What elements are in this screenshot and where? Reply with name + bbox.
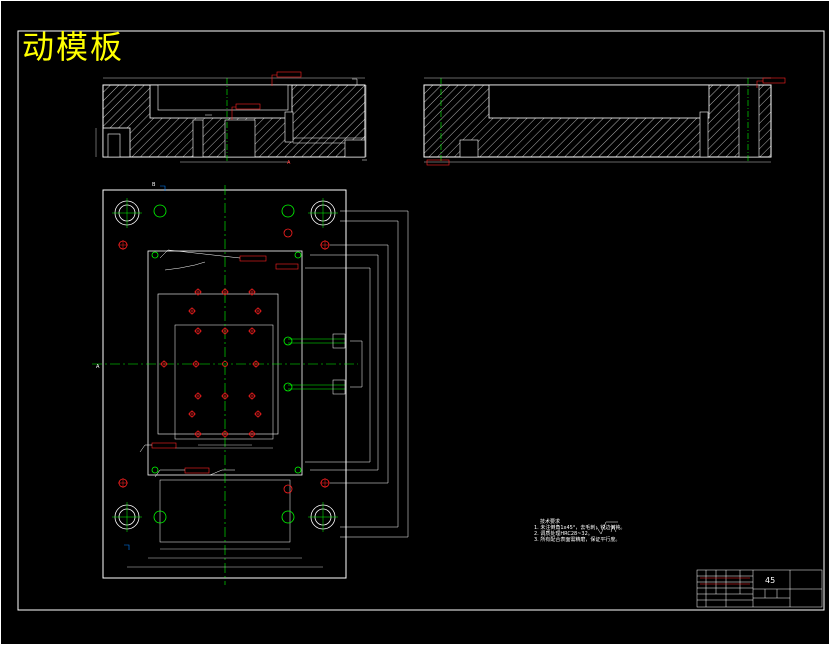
tech-note-2: 2. 调质处理HRC28~32。 xyxy=(534,530,593,537)
drawing-frame xyxy=(17,30,825,611)
svg-text:B: B xyxy=(152,182,156,188)
tech-note-3: 3. 所有配合表面需精磨，保证平行度。 xyxy=(534,536,620,543)
drawing-title: 动模板 xyxy=(22,28,125,66)
plan-view: A B xyxy=(92,182,409,585)
section-a-label: A xyxy=(287,160,291,166)
tech-note-1: 1. 未注倒角1x45°，去毛刺，锐边倒钝。 xyxy=(534,524,625,531)
technical-notes: 技术要求 1. 未注倒角1x45°，去毛刺，锐边倒钝。 2. 调质处理HRC28… xyxy=(534,518,625,543)
svg-text:A: A xyxy=(96,364,100,370)
tech-notes-heading: 技术要求 xyxy=(540,518,560,525)
title-block xyxy=(696,569,823,608)
section-view-a: A xyxy=(95,71,367,166)
section-view-b xyxy=(423,77,786,166)
material-label: 45 xyxy=(765,576,775,585)
